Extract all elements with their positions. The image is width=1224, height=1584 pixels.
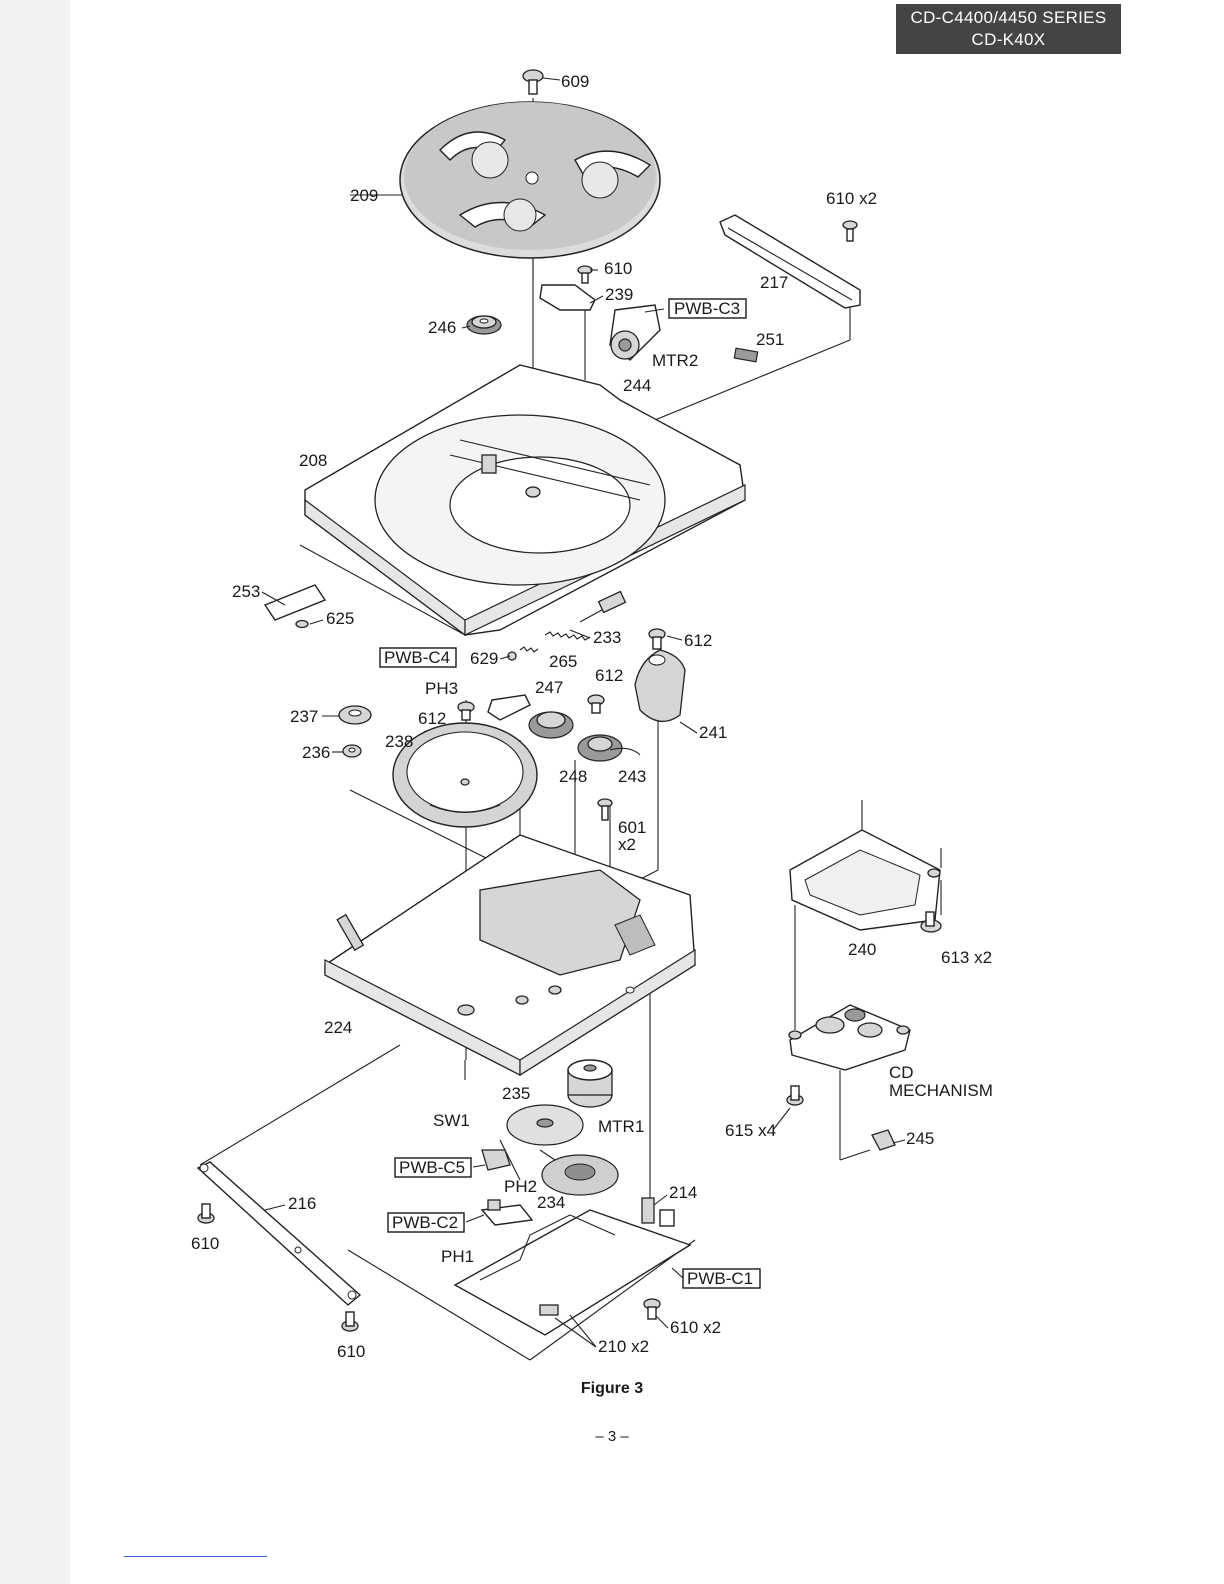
screw-609	[523, 70, 560, 94]
label-243: 243	[618, 767, 646, 786]
label-217: 217	[760, 273, 788, 292]
figure-caption: Figure 3	[0, 1380, 1224, 1398]
label-235: 235	[502, 1084, 530, 1103]
label-pwb-c5: PWB-C5	[399, 1158, 465, 1177]
label-253: 253	[232, 582, 260, 601]
bracket-217	[720, 215, 860, 308]
label-615x4: 615 x4	[725, 1121, 776, 1140]
label-610x2-top: 610 x2	[826, 189, 877, 208]
label-224: 224	[324, 1018, 352, 1037]
label-237: 237	[290, 707, 318, 726]
pwb-ph3	[458, 695, 604, 720]
disc-tray-209	[400, 102, 660, 258]
arm-216	[198, 1162, 360, 1331]
label-601-x2: x2	[618, 835, 636, 854]
label-246: 246	[428, 318, 456, 337]
label-245: 245	[906, 1129, 934, 1148]
label-ph1: PH1	[441, 1247, 474, 1266]
label-610-mid: 610	[604, 259, 632, 278]
label-613x2: 613 x2	[941, 948, 992, 967]
gears-247-248-243	[529, 712, 640, 761]
label-241: 241	[699, 723, 727, 742]
label-mtr2: MTR2	[652, 351, 698, 370]
label-pwb-c4: PWB-C4	[384, 648, 450, 667]
label-236: 236	[302, 743, 330, 762]
gear-246	[467, 316, 501, 334]
label-210x2: 210 x2	[598, 1337, 649, 1356]
label-209: 209	[350, 186, 378, 205]
label-239: 239	[605, 285, 633, 304]
label-214: 214	[669, 1183, 697, 1202]
gear-238	[393, 723, 537, 827]
label-612-b: 612	[595, 666, 623, 685]
footer-rule	[124, 1556, 267, 1557]
label-cd: CD	[889, 1063, 914, 1082]
label-240: 240	[848, 940, 876, 959]
label-609: 609	[561, 72, 589, 91]
label-248: 248	[559, 767, 587, 786]
label-247: 247	[535, 678, 563, 697]
parts-237-236	[339, 706, 371, 757]
cam-241	[635, 629, 685, 721]
label-234: 234	[537, 1193, 565, 1212]
tray-frame-208	[305, 365, 745, 635]
label-208: 208	[299, 451, 327, 470]
disc-234	[542, 1155, 618, 1195]
label-629: 629	[470, 649, 498, 668]
label-238: 238	[385, 732, 413, 751]
label-pwb-c3: PWB-C3	[674, 299, 740, 318]
label-251: 251	[756, 330, 784, 349]
label-mtr1: MTR1	[598, 1117, 644, 1136]
label-sw1: SW1	[433, 1111, 470, 1130]
label-mechanism: MECHANISM	[889, 1081, 993, 1100]
label-612-c: 612	[418, 709, 446, 728]
label-233: 233	[593, 628, 621, 647]
label-265: 265	[549, 652, 577, 671]
label-ph3: PH3	[425, 679, 458, 698]
label-pwb-c1: PWB-C1	[687, 1269, 753, 1288]
label-pwb-c2: PWB-C2	[392, 1213, 458, 1232]
label-610x2-bottom: 610 x2	[670, 1318, 721, 1337]
cd-frame-240	[790, 830, 941, 932]
label-612-a: 612	[684, 631, 712, 650]
label-216: 216	[288, 1194, 316, 1213]
label-610-bottom: 610	[337, 1342, 365, 1361]
plate-253	[265, 585, 325, 628]
label-625: 625	[326, 609, 354, 628]
page-number: – 3 –	[0, 1428, 1224, 1445]
label-244: 244	[623, 376, 651, 395]
chassis-224	[325, 835, 695, 1075]
label-ph2: PH2	[504, 1177, 537, 1196]
label-610-left: 610	[191, 1234, 219, 1253]
